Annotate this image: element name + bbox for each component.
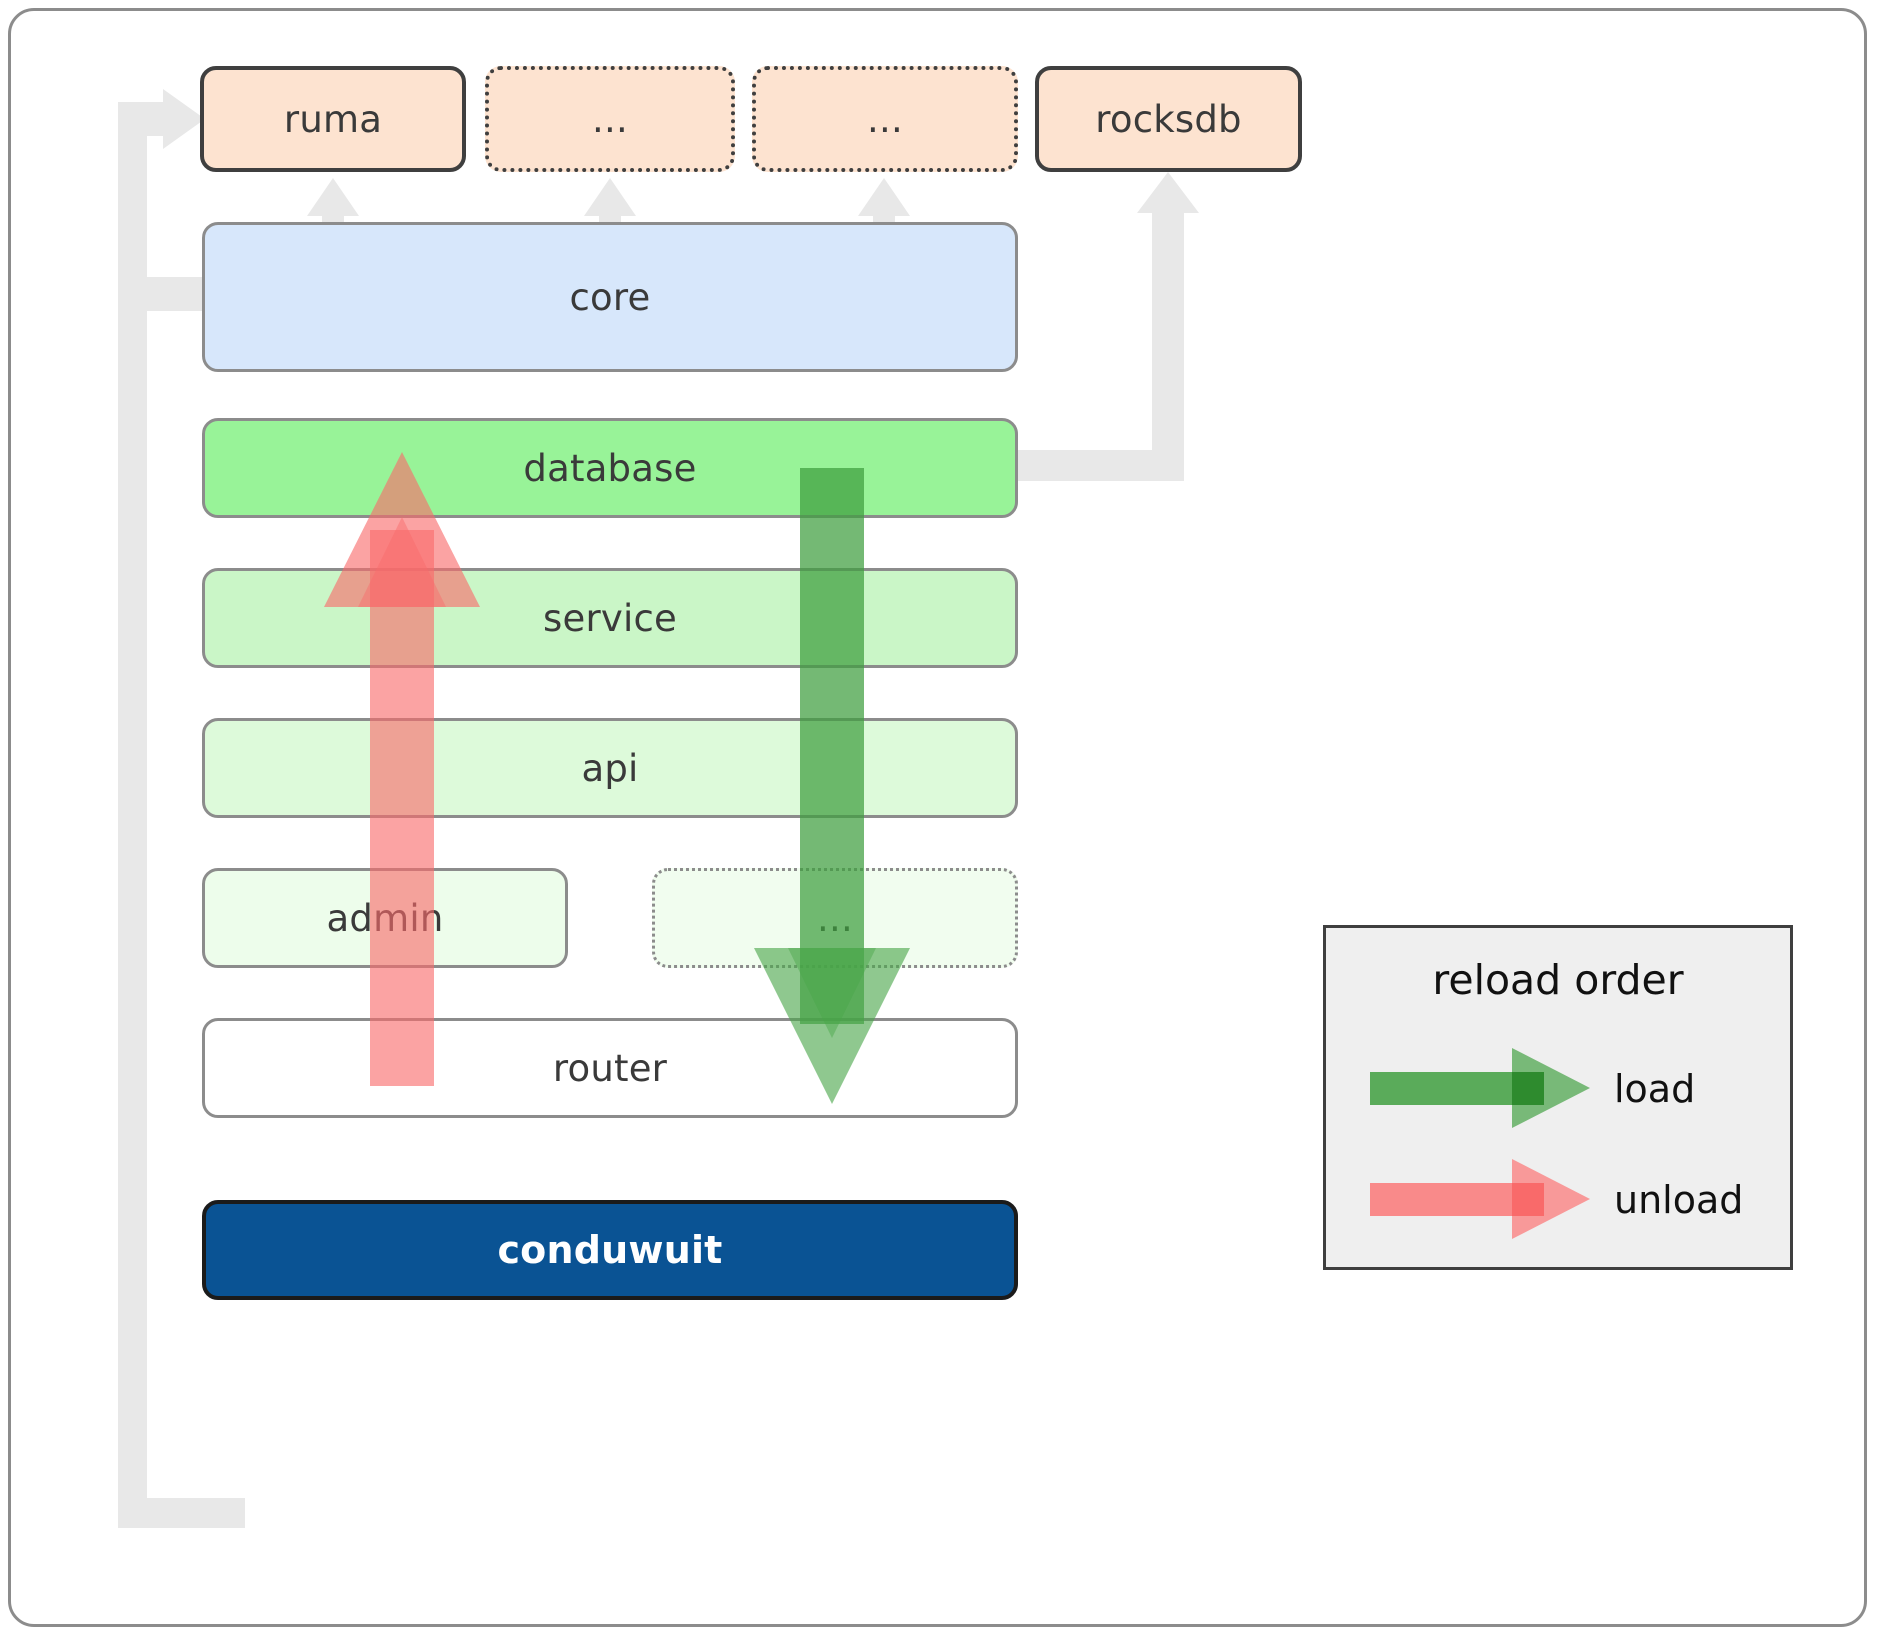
legend-load-label: load — [1614, 1067, 1696, 1111]
legend-panel: reload order load unload — [1323, 925, 1793, 1270]
node-database[interactable]: database — [202, 418, 1018, 518]
node-database-label: database — [523, 446, 697, 490]
node-rocksdb-label: rocksdb — [1095, 97, 1242, 141]
node-ruma-label: ruma — [283, 97, 383, 141]
node-conduwuit[interactable]: conduwuit — [202, 1200, 1018, 1300]
node-router-label: router — [552, 1046, 668, 1090]
node-router[interactable]: router — [202, 1018, 1018, 1118]
legend-load-arrow-icon — [1370, 1048, 1590, 1128]
node-top-ellipsis-2[interactable]: ... — [752, 66, 1018, 172]
node-row-ellipsis-label: ... — [817, 896, 853, 940]
node-service[interactable]: service — [202, 568, 1018, 668]
legend-unload-label: unload — [1614, 1178, 1744, 1222]
node-top-ellipsis-1-label: ... — [592, 97, 628, 141]
node-api-label: api — [581, 746, 639, 790]
node-api[interactable]: api — [202, 718, 1018, 818]
node-top-ellipsis-1[interactable]: ... — [485, 66, 735, 172]
legend-arrow-swatches — [1370, 1048, 1590, 1239]
node-service-label: service — [543, 596, 677, 640]
node-top-ellipsis-2-label: ... — [867, 97, 903, 141]
node-admin[interactable]: admin — [202, 868, 568, 968]
node-admin-label: admin — [326, 896, 444, 940]
legend-unload-arrow-icon — [1370, 1159, 1590, 1239]
node-core[interactable]: core — [202, 222, 1018, 372]
node-core-label: core — [569, 275, 651, 319]
legend-title: reload order — [1432, 956, 1684, 1004]
node-row-ellipsis[interactable]: ... — [652, 868, 1018, 968]
node-conduwuit-label: conduwuit — [497, 1228, 723, 1272]
node-ruma[interactable]: ruma — [200, 66, 466, 172]
node-rocksdb[interactable]: rocksdb — [1035, 66, 1302, 172]
